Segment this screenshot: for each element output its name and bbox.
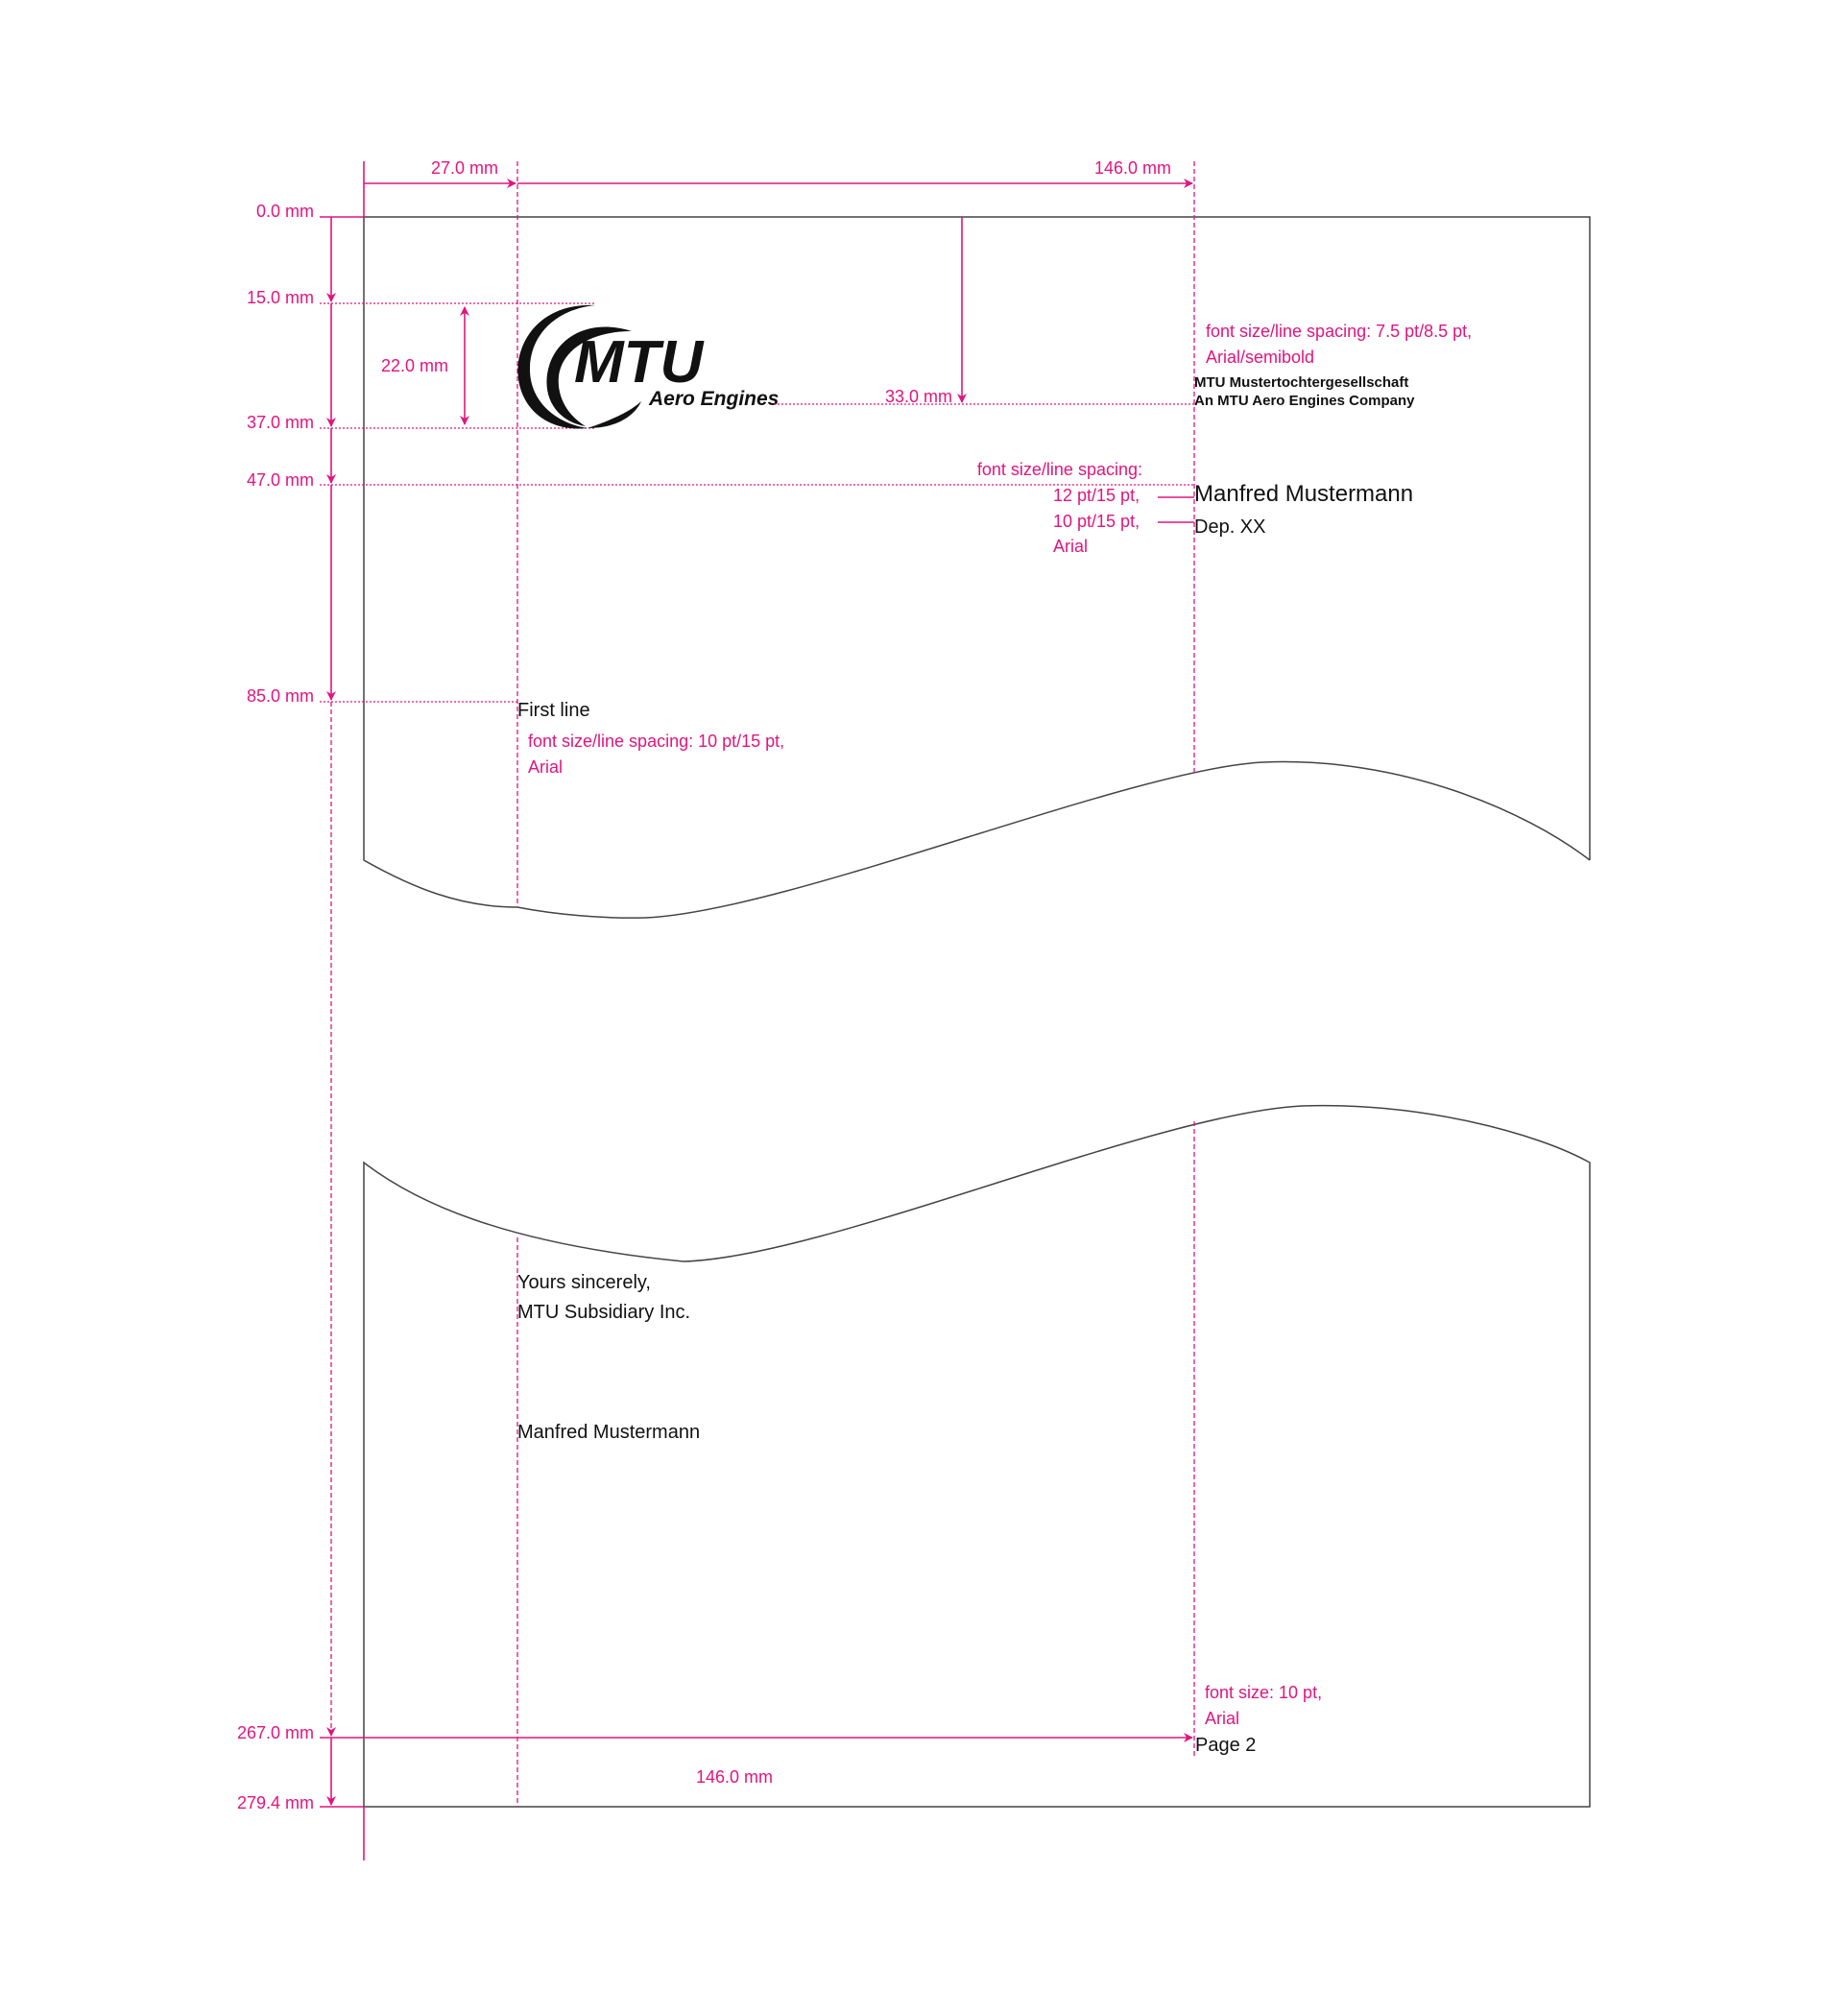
sender-department: Dep. XX: [1194, 516, 1265, 538]
sender-spec-2: 12 pt/15 pt,: [1053, 486, 1140, 505]
logo-tagline: Aero Engines: [648, 388, 779, 410]
footer-spec-2: Arial: [1205, 1709, 1239, 1728]
footer-spec-1: font size: 10 pt,: [1205, 1683, 1322, 1702]
dim-label-279: 279.4 mm: [237, 1793, 314, 1812]
closing-line: Yours sincerely,: [517, 1272, 651, 1293]
company-baseline-label: 33.0 mm: [885, 387, 952, 406]
dim-label-0: 0.0 mm: [256, 202, 314, 221]
page-top-outline: [363, 216, 1591, 919]
dim-label-47: 47.0 mm: [247, 470, 314, 490]
footer-width-label: 146.0 mm: [696, 1767, 773, 1787]
sender-name: Manfred Mustermann: [1194, 481, 1413, 507]
left-margin-label: 27.0 mm: [431, 158, 498, 178]
sender-spec-4: Arial: [1053, 537, 1088, 556]
mtu-logo: MTU Aero Engines: [517, 304, 779, 429]
company-subtitle: An MTU Aero Engines Company: [1194, 393, 1415, 409]
dim-label-15: 15.0 mm: [247, 288, 314, 307]
page-number: Page 2: [1195, 1735, 1256, 1756]
body-spec-2: Arial: [528, 757, 563, 777]
page-bottom-outline: [363, 1104, 1591, 1808]
first-line: First line: [517, 700, 590, 721]
signatory-name: Manfred Mustermann: [517, 1422, 700, 1443]
dim-label-37: 37.0 mm: [247, 413, 314, 432]
body-spec-1: font size/line spacing: 10 pt/15 pt,: [528, 732, 784, 751]
company-spec-2: Arial/semibold: [1206, 348, 1314, 367]
dim-label-85: 85.0 mm: [247, 686, 314, 706]
logo-height-label: 22.0 mm: [381, 356, 448, 375]
closing-company: MTU Subsidiary Inc.: [517, 1302, 690, 1323]
company-spec-1: font size/line spacing: 7.5 pt/8.5 pt,: [1206, 322, 1472, 341]
dim-label-267: 267.0 mm: [237, 1723, 314, 1742]
company-name: MTU Mustertochtergesellschaft: [1194, 374, 1408, 391]
logo-mark: MTU: [574, 329, 706, 396]
text-width-label: 146.0 mm: [1094, 158, 1171, 178]
sender-spec-3: 10 pt/15 pt,: [1053, 512, 1140, 531]
sender-spec-1: font size/line spacing:: [977, 460, 1142, 479]
